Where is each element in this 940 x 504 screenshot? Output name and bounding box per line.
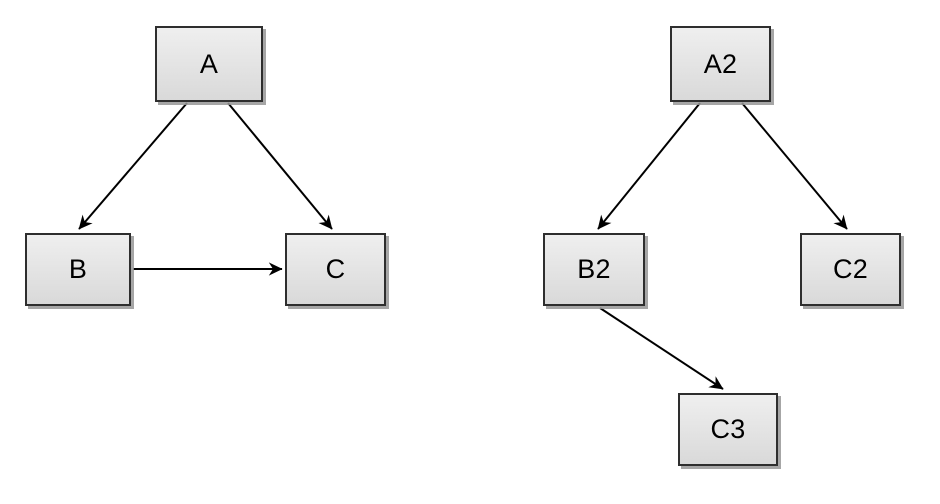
node-label: B2 [577,254,611,284]
node-label: A2 [703,48,738,79]
node-c3[interactable]: C3 [678,393,778,466]
node-label: C [325,254,346,284]
node-b[interactable]: B [25,233,131,306]
edge-a-to-b[interactable] [78,102,188,230]
node-b2[interactable]: B2 [543,233,645,306]
node-label: A [199,48,219,79]
edge-b2-to-c3[interactable] [599,307,724,390]
node-label: B [68,254,88,284]
edge-a2-to-b2[interactable] [597,102,701,230]
edge-a2-to-c2[interactable] [741,102,848,230]
edge-a-to-c[interactable] [227,102,333,230]
node-c[interactable]: C [285,233,386,306]
node-label: C2 [833,254,868,284]
edges-group [78,102,848,390]
node-label: C3 [710,414,746,444]
node-a[interactable]: A [155,26,263,102]
node-c2[interactable]: C2 [800,233,901,306]
node-a2[interactable]: A2 [670,26,771,102]
